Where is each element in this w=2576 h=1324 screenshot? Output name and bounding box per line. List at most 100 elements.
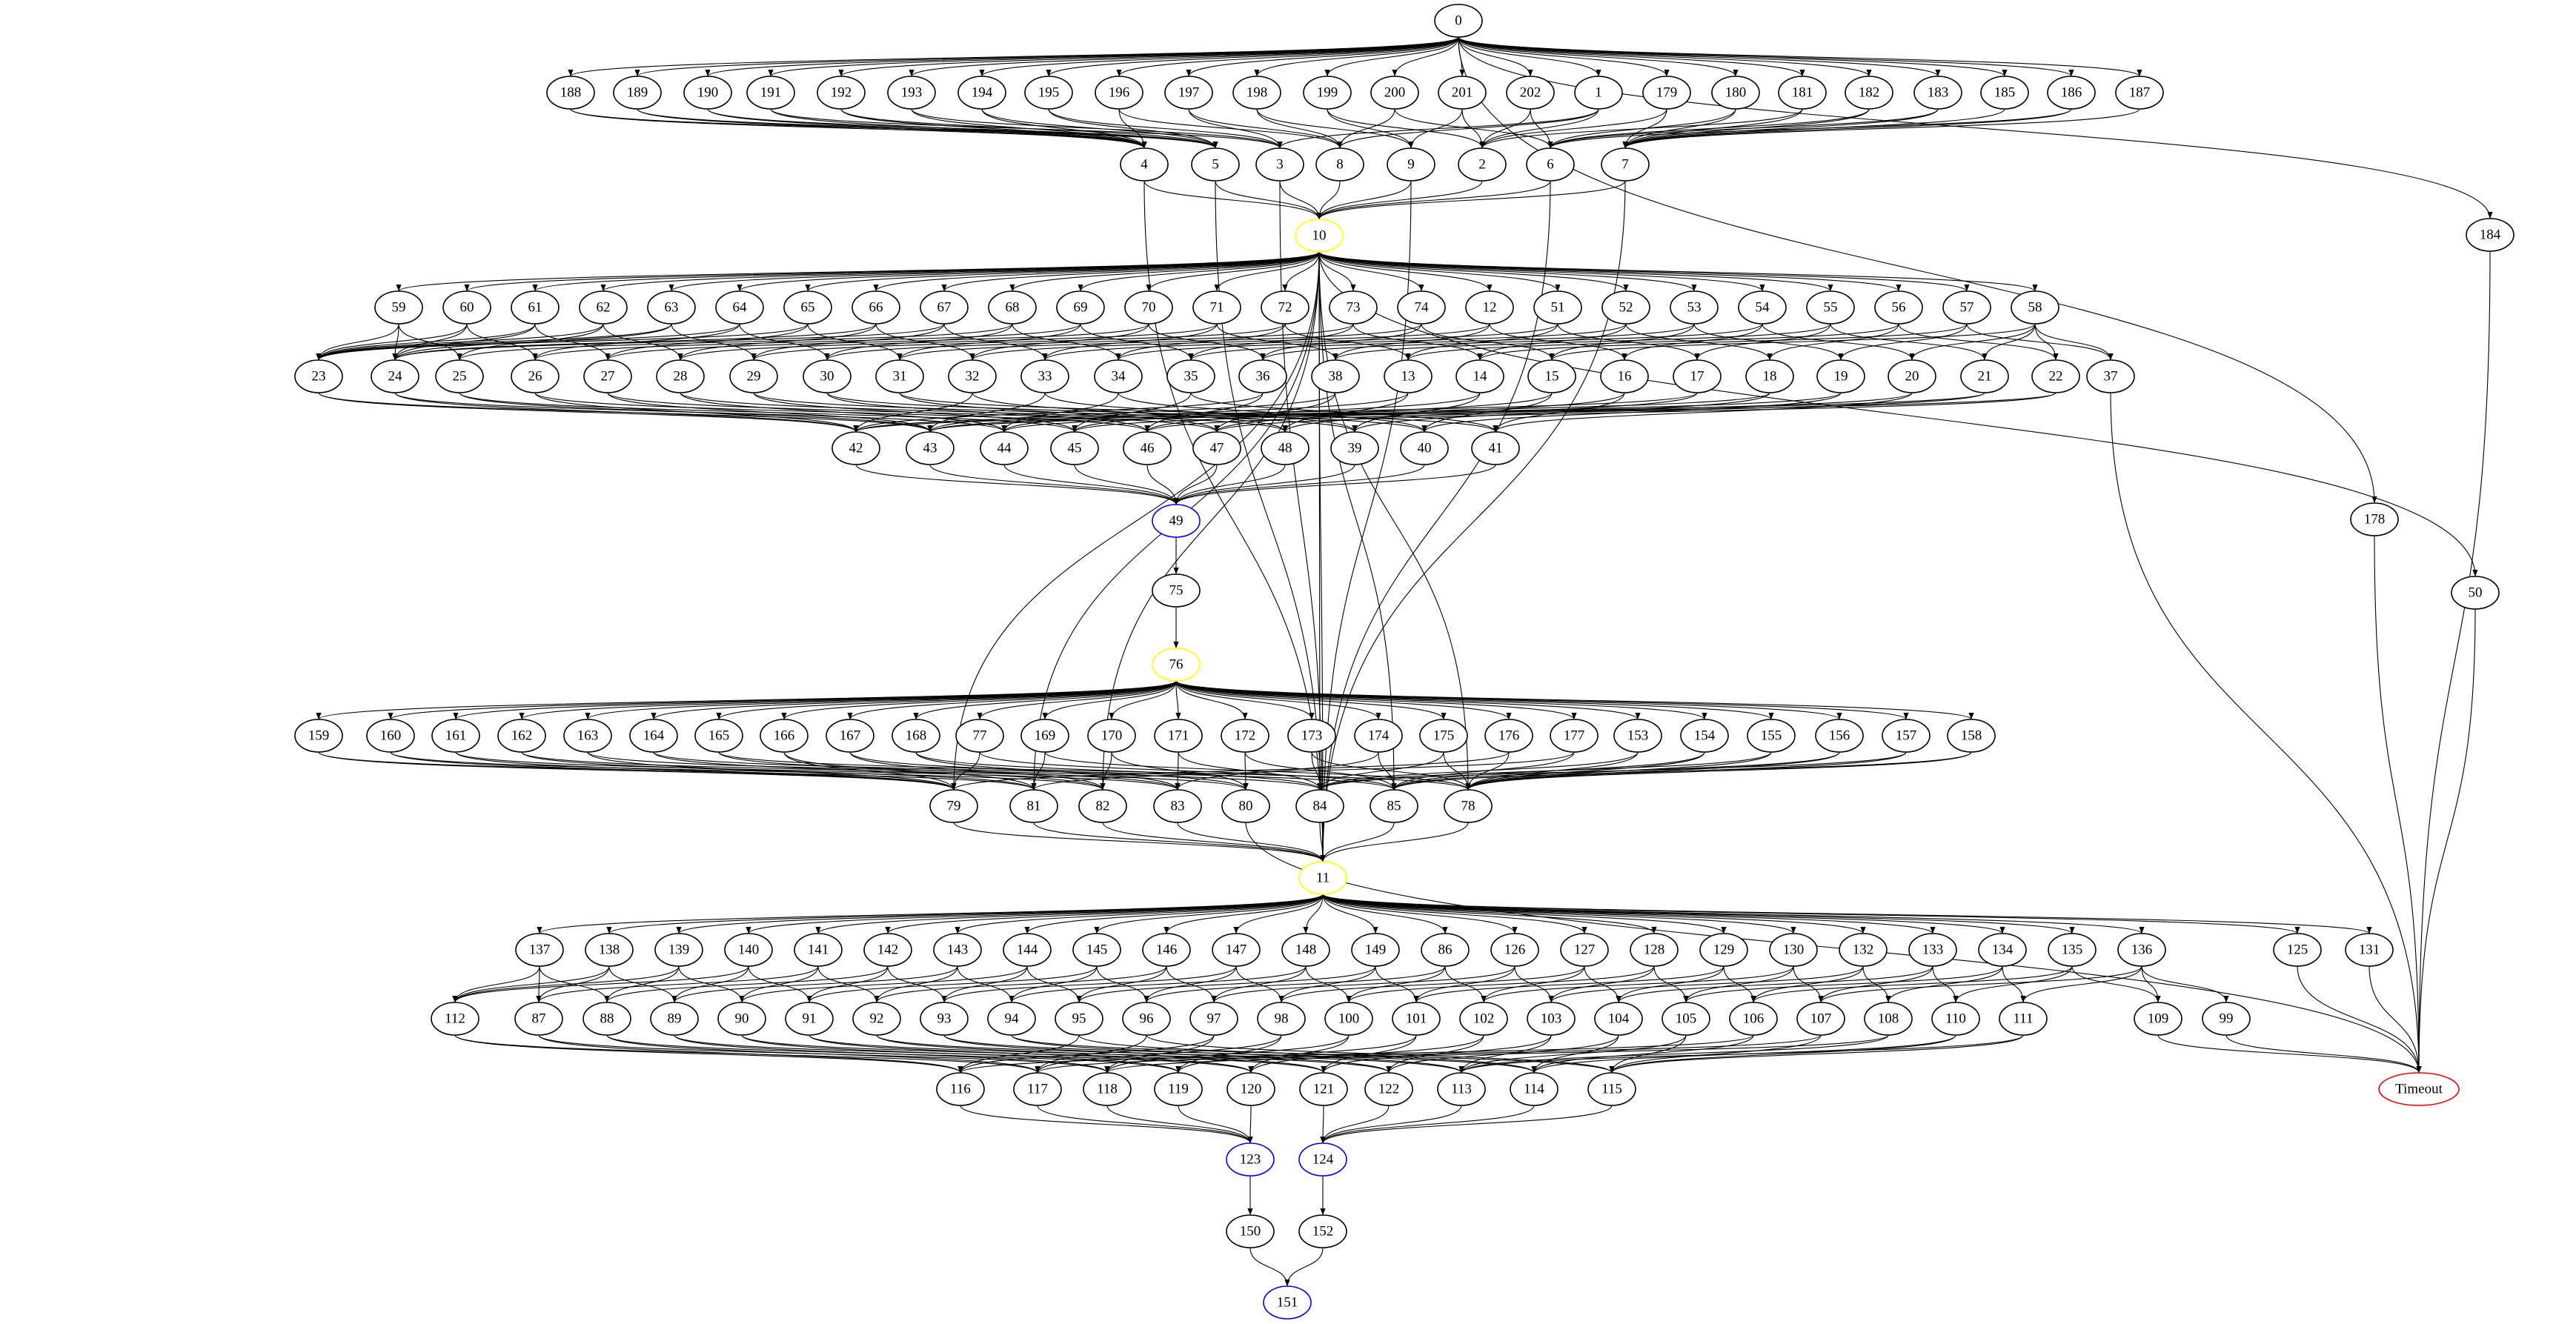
edge-70-32 bbox=[969, 323, 1149, 361]
node-shape bbox=[1931, 1002, 1980, 1036]
edge-8-10 bbox=[1316, 180, 1341, 220]
node-label: 175 bbox=[1433, 728, 1455, 744]
node-label: 107 bbox=[1810, 1011, 1832, 1027]
edge-0-1 bbox=[1458, 36, 1601, 77]
node-178: 178 bbox=[2350, 502, 2399, 536]
node-label: 21 bbox=[1978, 369, 1992, 385]
edge-11-132 bbox=[1322, 894, 1866, 934]
node-label: 201 bbox=[1452, 85, 1473, 101]
node-label: 164 bbox=[643, 728, 665, 744]
node-174: 174 bbox=[1354, 719, 1403, 753]
node-label: 200 bbox=[1384, 85, 1406, 101]
edge-156-78 bbox=[1465, 751, 1840, 791]
node-label: 111 bbox=[2013, 1011, 2033, 1027]
edge-76-154 bbox=[1175, 680, 1707, 720]
node-40: 40 bbox=[1400, 431, 1449, 465]
node-label: 160 bbox=[380, 728, 402, 744]
node-label: 51 bbox=[1551, 300, 1565, 316]
node-shape bbox=[371, 359, 419, 393]
node-label: 36 bbox=[1256, 369, 1270, 385]
node-label: 106 bbox=[1743, 1011, 1765, 1027]
edge-95-116 bbox=[957, 1034, 1080, 1074]
edge-182-6 bbox=[1547, 108, 1870, 149]
node-label: 41 bbox=[1489, 441, 1503, 456]
node-shape bbox=[1527, 1002, 1576, 1036]
node-95: 95 bbox=[1055, 1002, 1103, 1036]
node-20: 20 bbox=[1888, 359, 1936, 393]
node-110: 110 bbox=[1931, 1002, 1980, 1036]
edge-76-171 bbox=[1175, 680, 1181, 720]
node-shape bbox=[1123, 431, 1172, 465]
edge-2-10 bbox=[1316, 180, 1483, 220]
node-shape bbox=[1465, 290, 1514, 325]
node-shape bbox=[1154, 1072, 1203, 1106]
edge-11-133 bbox=[1322, 894, 1936, 934]
node-46: 46 bbox=[1123, 431, 1172, 465]
edge-0-183 bbox=[1458, 36, 1941, 77]
node-shape bbox=[1298, 861, 1347, 895]
node-label: 86 bbox=[1438, 942, 1453, 958]
node-163: 163 bbox=[563, 719, 612, 753]
edge-0-189 bbox=[634, 36, 1459, 77]
edge-153-84 bbox=[1317, 751, 1639, 791]
node-151: 151 bbox=[1263, 1285, 1312, 1320]
node-154: 154 bbox=[1680, 719, 1729, 753]
node-label: 34 bbox=[1112, 369, 1126, 385]
edge-52-34 bbox=[1115, 323, 1627, 361]
node-label: 62 bbox=[597, 300, 611, 316]
edge-45-49 bbox=[1074, 464, 1179, 505]
node-label: 184 bbox=[2480, 227, 2501, 243]
node-167: 167 bbox=[826, 719, 874, 753]
edge-137-112 bbox=[452, 965, 540, 1003]
edge-142-88 bbox=[604, 965, 889, 1003]
edge-76-162 bbox=[519, 680, 1177, 720]
edge-198-9 bbox=[1256, 108, 1414, 149]
node-shape bbox=[887, 76, 936, 110]
node-label: 92 bbox=[870, 1011, 884, 1027]
edge-11-125 bbox=[1322, 894, 2300, 934]
node-label: 87 bbox=[532, 1011, 546, 1027]
node-shape bbox=[1769, 933, 1818, 967]
edge-1-8 bbox=[1337, 108, 1599, 149]
edge-0-202 bbox=[1458, 36, 1533, 77]
edge-174-83 bbox=[1175, 751, 1379, 791]
node-194: 194 bbox=[957, 76, 1006, 110]
edge-166-81 bbox=[783, 751, 1037, 791]
edge-111-115 bbox=[1609, 1034, 2024, 1074]
node-shape bbox=[1778, 76, 1827, 110]
edge-58-15 bbox=[1549, 323, 2036, 361]
node-36: 36 bbox=[1238, 359, 1287, 393]
edge-0-185 bbox=[1458, 36, 2008, 77]
node-5: 5 bbox=[1191, 147, 1240, 182]
edge-76-161 bbox=[453, 680, 1177, 720]
node-83: 83 bbox=[1153, 789, 1202, 823]
edge-177-81 bbox=[1031, 751, 1575, 791]
node-label: 130 bbox=[1783, 942, 1805, 958]
node-93: 93 bbox=[920, 1002, 969, 1036]
edge-10-57 bbox=[1318, 251, 1970, 292]
edge-56-22 bbox=[1898, 323, 2059, 361]
node-92: 92 bbox=[852, 1002, 901, 1036]
edge-51-13 bbox=[1405, 323, 1558, 361]
node-label: 33 bbox=[1038, 369, 1052, 385]
edge-112-116 bbox=[454, 1034, 963, 1074]
node-192: 192 bbox=[817, 76, 866, 110]
node-52: 52 bbox=[1601, 290, 1650, 325]
edge-114-124 bbox=[1320, 1105, 1535, 1144]
node-shape bbox=[1192, 431, 1241, 465]
edge-186-6 bbox=[1547, 108, 2072, 149]
node-label: 66 bbox=[869, 300, 883, 316]
node-label: 19 bbox=[1834, 369, 1848, 385]
node-9: 9 bbox=[1387, 147, 1435, 182]
edge-125-Timeout bbox=[2297, 965, 2422, 1074]
node-176: 176 bbox=[1484, 719, 1533, 753]
node-label: 44 bbox=[997, 441, 1012, 456]
node-117: 117 bbox=[1013, 1072, 1062, 1106]
node-label: 79 bbox=[947, 799, 961, 814]
node-shape bbox=[1874, 290, 1923, 325]
edge-76-173 bbox=[1175, 680, 1315, 720]
edge-56-13 bbox=[1405, 323, 1899, 361]
node-200: 200 bbox=[1370, 76, 1419, 110]
edge-4-10 bbox=[1143, 180, 1322, 220]
node-shape bbox=[1999, 1002, 2048, 1036]
